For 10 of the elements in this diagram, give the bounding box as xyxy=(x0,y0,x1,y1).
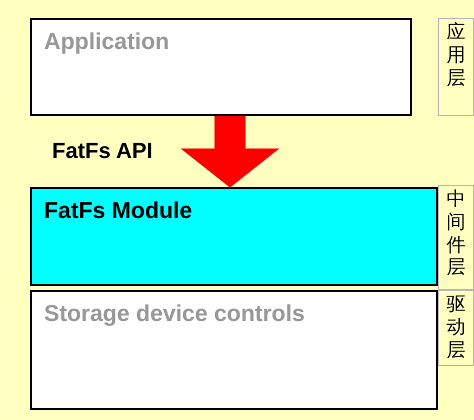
layer-box xyxy=(30,187,438,286)
layer-label: 中间件层 xyxy=(446,188,466,280)
layer-box xyxy=(30,18,412,116)
layer-title: Storage device controls xyxy=(44,300,305,327)
layer-label: 驱动层 xyxy=(446,293,466,362)
layer-box xyxy=(30,290,438,410)
layer-title: FatFs Module xyxy=(44,197,192,224)
layer-label: 应用层 xyxy=(446,21,466,90)
layer-title: Application xyxy=(44,28,170,55)
arrow xyxy=(180,116,280,188)
